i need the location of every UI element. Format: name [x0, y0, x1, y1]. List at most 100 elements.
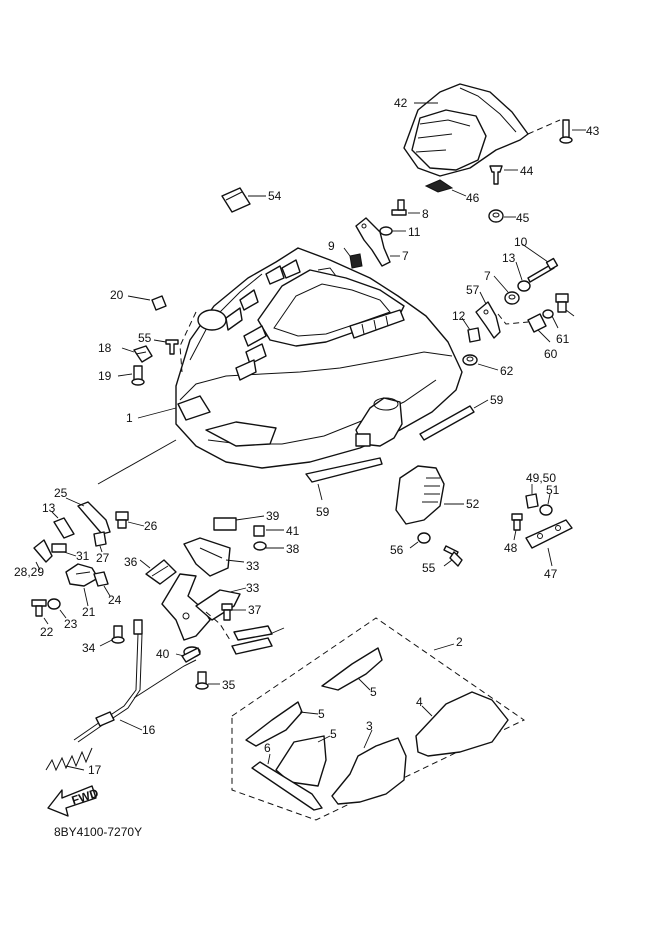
clip-30-part [51, 543, 77, 557]
bolt-35-part [221, 603, 246, 621]
screw-51-part [153, 339, 179, 355]
connector-38-part [175, 646, 201, 663]
washer-23-part [47, 598, 67, 619]
pad-15-part [51, 511, 75, 539]
hood-main-part [137, 247, 463, 469]
callout-55: 59 [316, 505, 330, 519]
callout-37: 39 [266, 509, 280, 523]
bracket-31-part [161, 573, 247, 641]
callout-31: 33 [246, 581, 260, 595]
grommet-53-part [409, 532, 431, 549]
collar-7-part [493, 275, 520, 305]
callout-42: 44 [520, 164, 534, 178]
panel-3-part [331, 729, 407, 805]
clip-18-part [121, 345, 153, 363]
callout-43: 45 [516, 211, 530, 225]
callout-7: 7 [484, 269, 491, 283]
callout-18: 18 [98, 341, 112, 355]
callout-40: 42 [394, 96, 408, 110]
bolt-22-part [31, 599, 49, 625]
washer-12-part [379, 226, 406, 236]
rivet-20-part [127, 295, 167, 311]
callout-34: 36 [124, 555, 138, 569]
callout-46: 48 [504, 541, 518, 555]
washer-14-part [515, 261, 531, 292]
callout-54: 54 [268, 189, 282, 203]
callout-5a: 5 [370, 685, 377, 699]
clip-44-part [424, 179, 467, 197]
panel-6-part [251, 753, 323, 811]
callout-3: 3 [366, 719, 373, 733]
bolt-60-part [555, 293, 575, 317]
nut-27-part [93, 531, 107, 553]
decal-kit-2-group [231, 617, 525, 821]
callout-17: 17 [88, 763, 102, 777]
bracket-57-part [475, 291, 501, 339]
screw-33b-part [195, 671, 220, 690]
callout-22: 22 [40, 625, 54, 639]
callout-25: 25 [54, 486, 68, 500]
callout-28-29: 28,29 [14, 565, 44, 579]
callout-21: 21 [82, 605, 96, 619]
nut-13-part [461, 317, 481, 343]
callout-27: 27 [96, 551, 110, 565]
panel-4-part [415, 691, 509, 757]
nut-47-part [525, 484, 539, 509]
callout-48: 51 [546, 483, 560, 497]
callout-15: 13 [42, 501, 56, 515]
callout-12: 11 [408, 225, 421, 239]
decal-54-part [221, 187, 266, 213]
grommet-43-part [488, 209, 516, 223]
callout-33b: 35 [222, 678, 236, 692]
cover-49-50-part [395, 465, 464, 525]
trim-55-part [305, 457, 383, 501]
guide-line-2 [205, 611, 231, 641]
block-37-part [213, 515, 265, 531]
callout-52: 55 [422, 561, 436, 575]
callout-19: 19 [98, 369, 112, 383]
callout-36: 38 [286, 542, 300, 556]
callout-13: 12 [452, 309, 466, 323]
washer-48-part [539, 493, 553, 516]
decal-61-part [231, 627, 285, 655]
callout-35: 37 [248, 603, 262, 617]
nut-24-part [93, 571, 111, 597]
callout-33a: 34 [82, 641, 96, 655]
callout-39: 41 [286, 524, 300, 538]
callout-9: 8 [422, 207, 429, 221]
callout-labels: 42 43 44 46 45 54 8 11 9 7 10 13 7 57 12… [14, 96, 600, 777]
bracket-45-part [525, 519, 573, 567]
collar-58-part [527, 313, 551, 343]
bolt-41-part [559, 119, 586, 144]
trim-56-part [419, 399, 489, 441]
callout-53: 56 [390, 543, 404, 557]
switch-21-part [65, 563, 99, 607]
callout-8: 7 [402, 249, 409, 263]
nut-39-part [253, 525, 284, 537]
callout-58: 60 [544, 347, 558, 361]
callout-30: 31 [76, 549, 90, 563]
bolt-11-part [521, 243, 559, 283]
bracket-25-part [65, 497, 111, 535]
bolt-9-part [391, 199, 420, 216]
callout-47: 49,50 [526, 471, 556, 485]
cable-16-part [73, 619, 197, 743]
callout-16: 16 [142, 723, 156, 737]
callout-24: 24 [108, 593, 122, 607]
panel-5b-part [245, 701, 319, 747]
headlight-housing-part [403, 83, 561, 177]
callout-51: 55 [138, 331, 152, 345]
callout-26: 26 [144, 519, 158, 533]
callout-56: 59 [490, 393, 504, 407]
callout-2: 2 [456, 635, 463, 649]
callout-20: 20 [110, 288, 124, 302]
callout-49-50: 52 [466, 497, 480, 511]
bracket-8-part [355, 217, 400, 267]
washer-36-part [253, 541, 284, 551]
callout-5c: 5 [330, 727, 337, 741]
nut-10-part [343, 247, 363, 269]
decal-62-part [233, 625, 273, 641]
bolt-26-part [115, 511, 145, 529]
callout-44: 46 [466, 191, 480, 205]
callout-4: 4 [416, 695, 423, 709]
